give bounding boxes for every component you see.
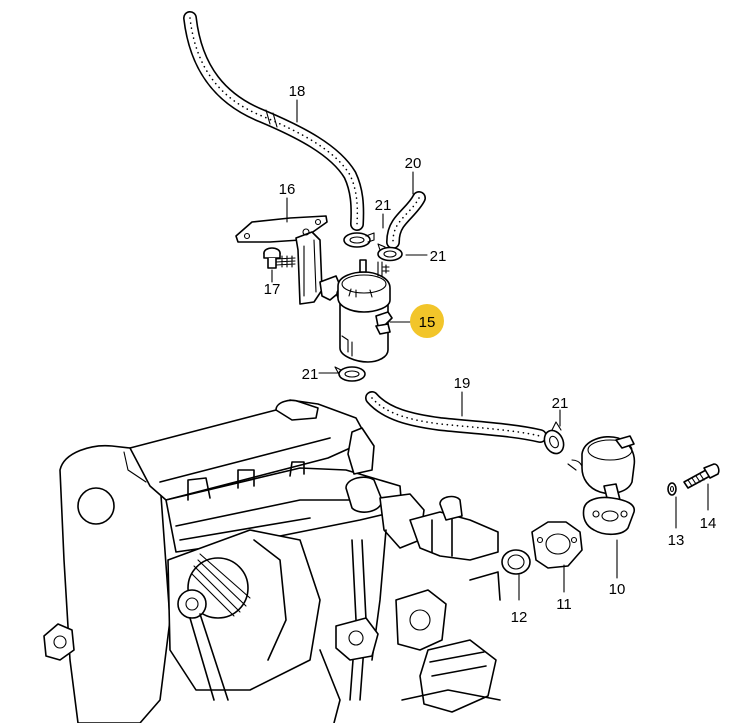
callout-20[interactable]: 20 <box>405 155 422 172</box>
highlight-badge-15 <box>410 304 444 338</box>
callout-13[interactable]: 13 <box>668 532 685 549</box>
washer-13[interactable] <box>667 482 677 496</box>
engine-assembly <box>43 399 501 724</box>
callout-11[interactable]: 11 <box>556 596 572 613</box>
hose-18[interactable] <box>183 11 365 231</box>
bolt-17[interactable] <box>263 247 296 269</box>
callout-18[interactable]: 18 <box>289 83 306 100</box>
callout-17[interactable]: 17 <box>264 281 281 298</box>
callout-10[interactable]: 10 <box>609 581 626 598</box>
callout-19[interactable]: 19 <box>454 375 471 392</box>
callout-21-lower[interactable]: 21 <box>552 395 569 412</box>
bolt-14[interactable] <box>683 463 720 489</box>
hose-19[interactable] <box>365 391 547 443</box>
callout-21-right[interactable]: 21 <box>430 248 447 265</box>
callout-12[interactable]: 12 <box>511 609 528 626</box>
leader-lines <box>271 99 709 601</box>
hose-20[interactable] <box>386 191 426 249</box>
hose-clamp-21-a[interactable] <box>343 232 375 248</box>
callout-15[interactable]: 15 <box>419 314 436 331</box>
bracket-16[interactable] <box>235 215 343 305</box>
hose-clamp-21-c[interactable] <box>334 366 366 382</box>
hose-clamp-21-b[interactable] <box>377 243 403 274</box>
callout-16[interactable]: 16 <box>279 181 296 198</box>
ring-12[interactable] <box>501 549 531 575</box>
gasket-11[interactable] <box>531 521 583 569</box>
callout-21-top[interactable]: 21 <box>375 197 392 214</box>
hose-clamp-21-d[interactable] <box>541 421 567 457</box>
callout-labels: 18 20 16 21 21 17 15 21 19 21 14 13 10 1… <box>264 83 717 626</box>
fuel-vapor-valve-15[interactable] <box>336 259 393 363</box>
valve-10[interactable] <box>567 435 636 536</box>
callout-14[interactable]: 14 <box>700 515 717 532</box>
callout-21-left[interactable]: 21 <box>302 366 319 383</box>
